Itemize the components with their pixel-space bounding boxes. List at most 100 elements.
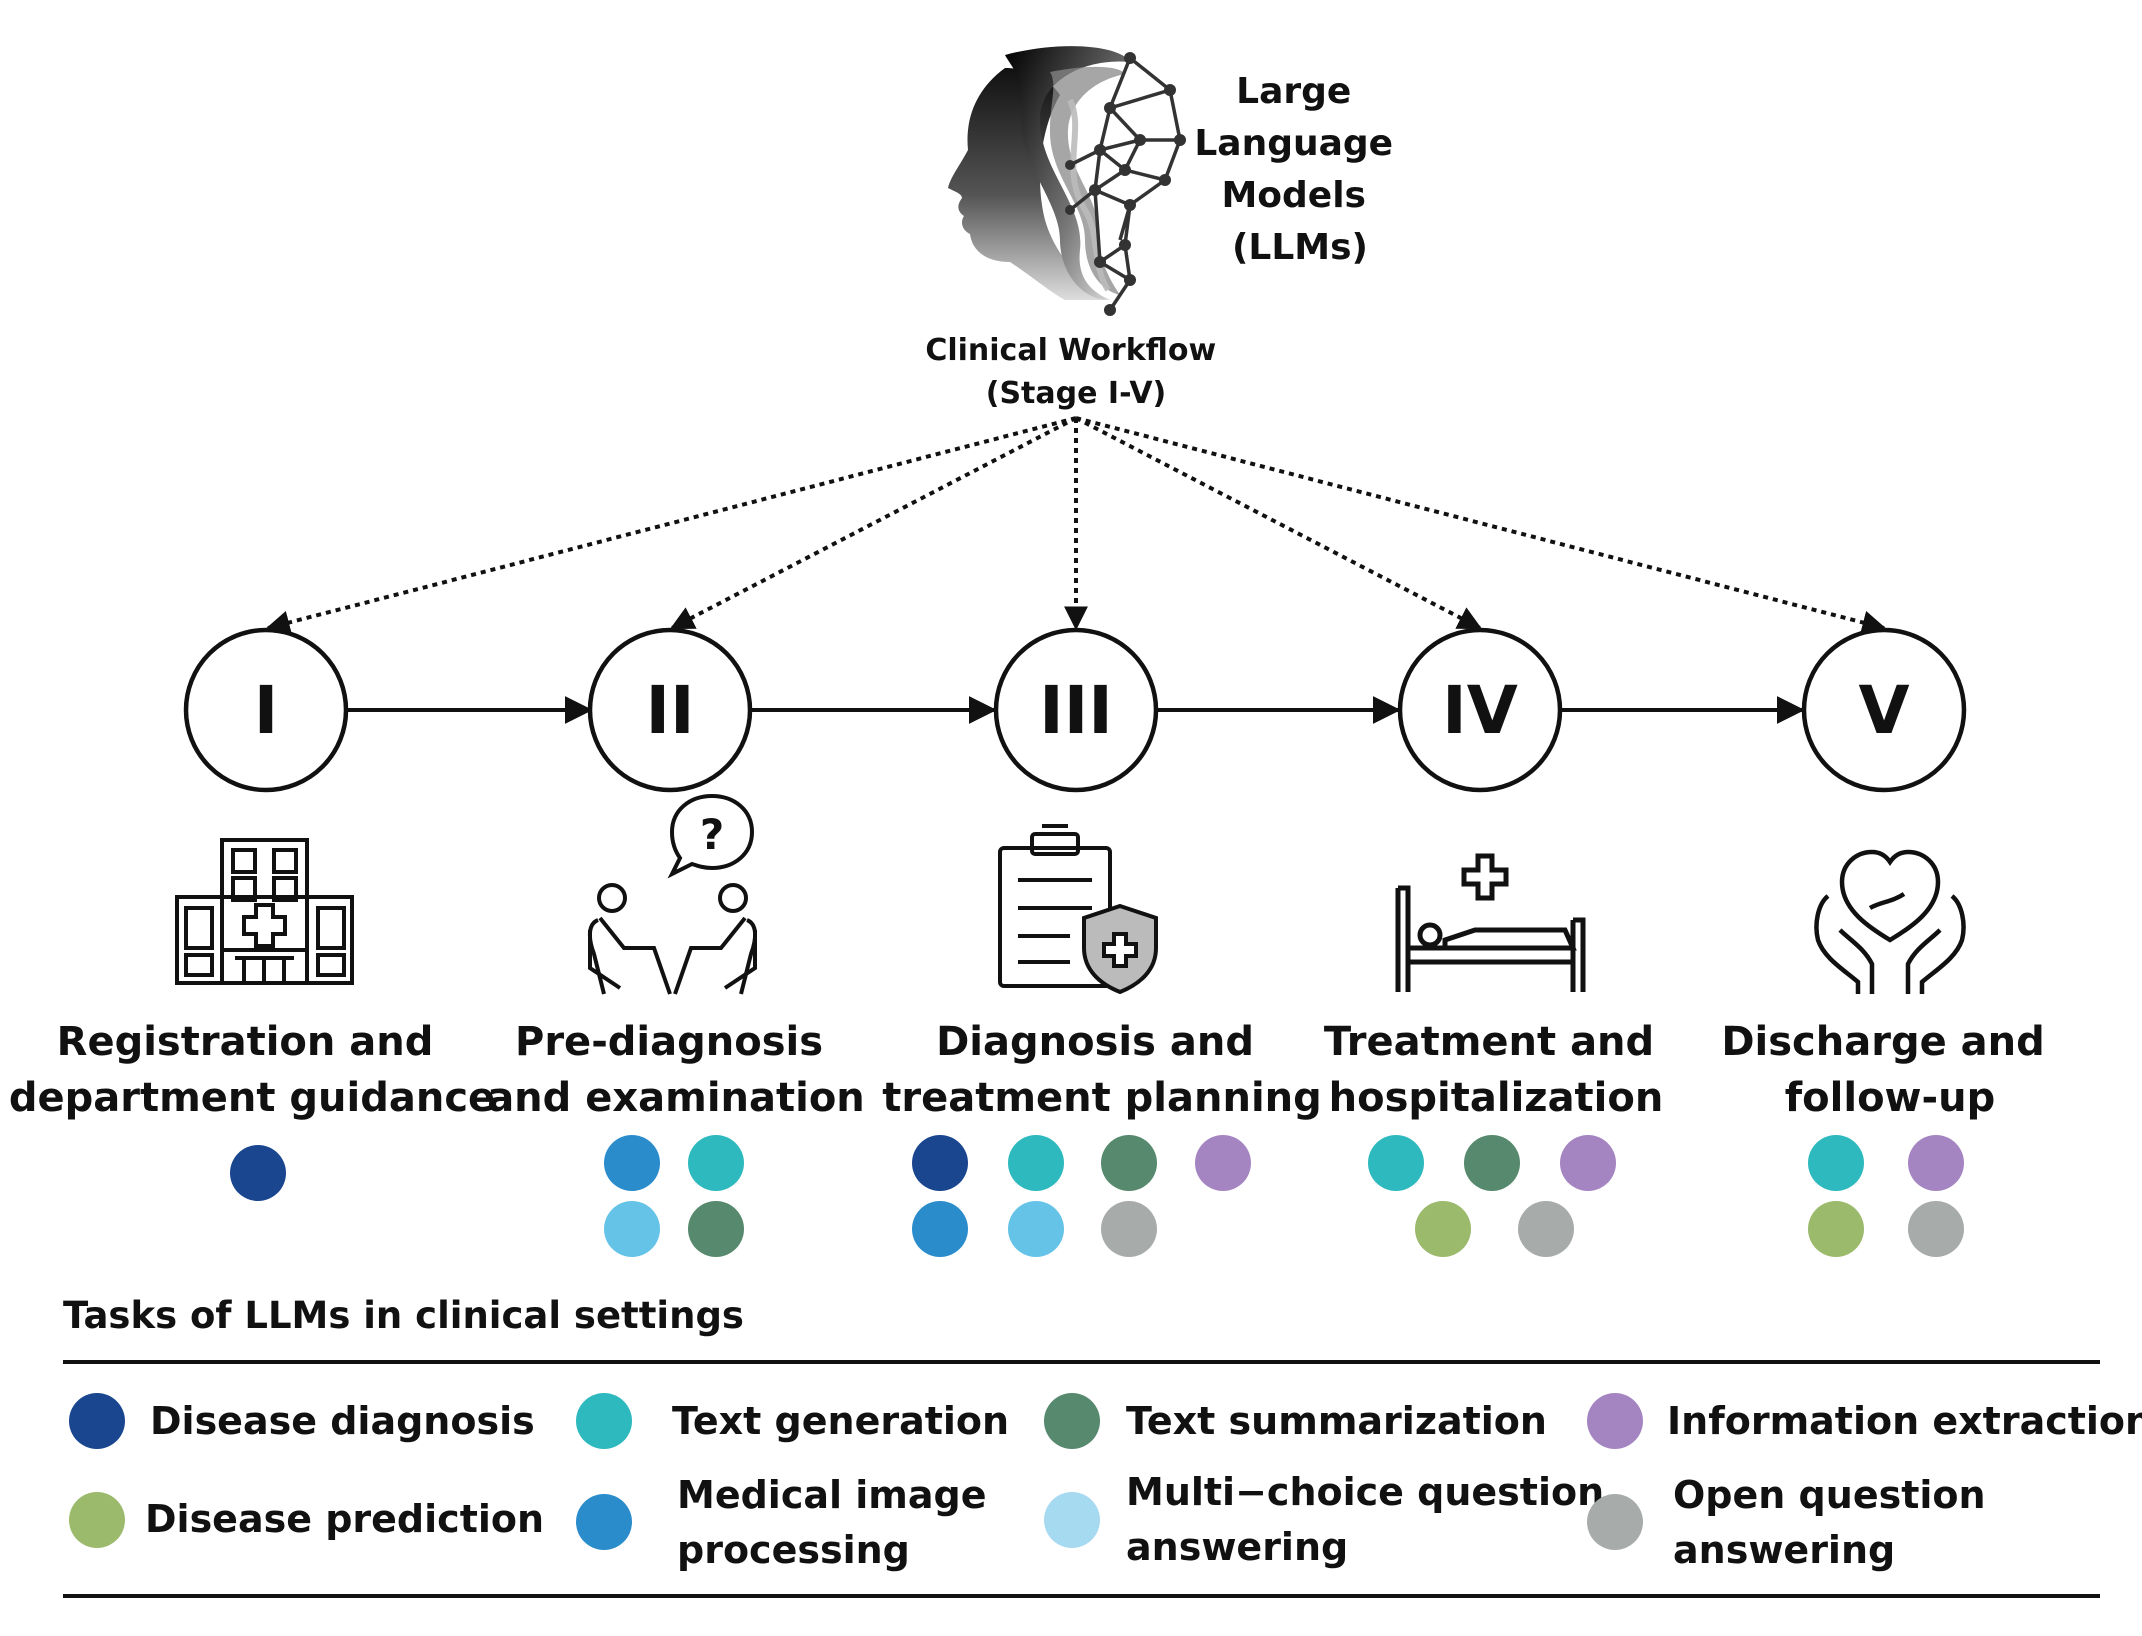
stage-task-dots-1	[230, 1145, 286, 1201]
task-dot-text-generation	[1808, 1135, 1864, 1191]
legend-title: Tasks of LLMs in clinical settings	[63, 1294, 744, 1337]
legend-label: Multi−choice question	[1126, 1470, 1604, 1514]
stage-label-line: and examination	[487, 1075, 865, 1121]
svg-text:?: ?	[700, 810, 724, 859]
llm-title-line: Language	[1194, 123, 1393, 164]
stage-circle-2: II	[587, 627, 753, 793]
legend-label: processing	[677, 1528, 910, 1572]
svg-text:Medical image processi: Medical image processing	[677, 1473, 1000, 1572]
stage-label-line: Registration and	[57, 1019, 434, 1065]
stage-label-1: Registration and department guidance	[9, 1019, 495, 1121]
legend-label: Text generation	[672, 1399, 1009, 1443]
svg-text:Multi−choice question: Multi−choice question answering	[1126, 1470, 1617, 1569]
svg-text:Text generation: Text generation	[672, 1399, 1009, 1443]
stage-label-line: Discharge and	[1721, 1019, 2044, 1065]
dotted-arrow-stage-1	[265, 416, 1077, 635]
stage-task-dots-3	[912, 1135, 1251, 1257]
stage-numeral: II	[645, 672, 694, 749]
task-dot-text-generation	[688, 1135, 744, 1191]
legend-items: Disease diagnosis Text generation Text s…	[69, 1393, 2142, 1572]
task-dot-multi-choice-qa	[1008, 1201, 1064, 1257]
llm-title-line: Large	[1236, 71, 1351, 112]
stage-label-line: department guidance	[9, 1075, 495, 1121]
stage-numeral: V	[1858, 672, 1909, 749]
hospital-icon	[175, 838, 354, 985]
legend-swatch	[69, 1393, 125, 1449]
llm-title-line: (LLMs)	[1232, 227, 1368, 268]
hospital-bed-icon	[1395, 853, 1586, 992]
workflow-title-line: Clinical Workflow	[925, 333, 1216, 368]
stage-label-line: treatment planning	[882, 1075, 1322, 1121]
workflow-title-line: (Stage I-V)	[986, 376, 1167, 411]
legend-swatch	[1587, 1393, 1643, 1449]
legend-label: Open question	[1673, 1473, 1986, 1517]
legend-swatch	[1587, 1494, 1643, 1550]
stage-label-4: Treatment and hospitalization	[1324, 1019, 1668, 1121]
legend-swatch	[576, 1393, 632, 1449]
stage-label-line: follow-up	[1785, 1075, 1995, 1121]
task-dot-text-summarization	[688, 1201, 744, 1257]
stage-label-line: Pre-diagnosis	[515, 1019, 823, 1065]
stage-circle-3: III	[993, 627, 1159, 793]
legend-label: Information extraction	[1667, 1399, 2142, 1443]
task-dot-information-extraction	[1195, 1135, 1251, 1191]
stage-task-dots-4	[1368, 1135, 1616, 1257]
svg-text:Disease prediction: Disease prediction	[145, 1497, 544, 1541]
stage-numeral: III	[1039, 672, 1113, 749]
legend-item-information-extraction: Information extraction	[1587, 1393, 2142, 1449]
stage-task-dots-5	[1808, 1135, 1964, 1257]
stage-numeral: I	[254, 672, 279, 749]
legend-label: Medical image	[677, 1473, 986, 1517]
task-dot-disease-diagnosis	[912, 1135, 968, 1191]
task-dot-text-summarization	[1464, 1135, 1520, 1191]
legend-swatch	[69, 1492, 125, 1548]
dotted-arrows	[265, 416, 1887, 635]
svg-text:Information extraction: Information extraction	[1667, 1399, 2142, 1443]
task-dot-disease-diagnosis	[230, 1145, 286, 1201]
task-dot-text-summarization	[1101, 1135, 1157, 1191]
clipboard-shield-icon	[998, 824, 1158, 995]
stage-label-5: Discharge and follow-up	[1721, 1019, 2058, 1121]
legend-item-open-qa: Open question answering	[1587, 1473, 1999, 1572]
stage-label-line: hospitalization	[1329, 1075, 1664, 1121]
legend-item-medical-image-processing: Medical image processing	[576, 1473, 1000, 1572]
legend-label: Disease diagnosis	[150, 1399, 535, 1443]
svg-text:Disease diagnosis: Disease diagnosis	[150, 1399, 535, 1443]
task-dot-open-qa	[1908, 1201, 1964, 1257]
heart-hands-icon	[1814, 849, 1966, 994]
stage-circles: I II III IV V	[183, 627, 1967, 793]
task-dot-disease-prediction	[1808, 1201, 1864, 1257]
stage-circle-5: V	[1801, 627, 1967, 793]
legend-swatch	[576, 1494, 632, 1550]
stage-label-line: Treatment and	[1324, 1019, 1654, 1065]
stage-label-3: Diagnosis and treatment planning	[882, 1019, 1322, 1121]
dotted-arrow-stage-2	[669, 416, 1077, 630]
legend-item-disease-prediction: Disease prediction	[69, 1492, 544, 1548]
llm-title: Large Language Models (LLMs)	[1194, 71, 1405, 268]
task-dot-multi-choice-qa	[604, 1201, 660, 1257]
legend-item-disease-diagnosis: Disease diagnosis	[69, 1393, 535, 1449]
stage-circle-4: IV	[1397, 627, 1563, 793]
legend-label: answering	[1126, 1525, 1348, 1569]
llm-head-icon	[948, 46, 1186, 316]
task-dot-open-qa	[1518, 1201, 1574, 1257]
consultation-icon: ?	[587, 793, 758, 995]
workflow-title: Clinical Workflow (Stage I-V)	[925, 333, 1226, 411]
task-dot-open-qa	[1101, 1201, 1157, 1257]
legend-swatch	[1044, 1393, 1100, 1449]
svg-text:Text summarization: Text summarization	[1126, 1399, 1547, 1443]
legend-label: Disease prediction	[145, 1497, 544, 1541]
legend-item-text-summarization: Text summarization	[1044, 1393, 1547, 1449]
task-dot-disease-prediction	[1415, 1201, 1471, 1257]
legend-item-text-generation: Text generation	[576, 1393, 1009, 1449]
task-dot-text-generation	[1008, 1135, 1064, 1191]
dotted-arrow-stage-4	[1075, 416, 1483, 630]
task-dot-medical-image-processing	[912, 1201, 968, 1257]
legend-swatch	[1044, 1492, 1100, 1548]
dotted-arrow-stage-5	[1075, 416, 1887, 635]
svg-text:Open question answerin: Open question answering	[1673, 1473, 1999, 1572]
task-dot-information-extraction	[1908, 1135, 1964, 1191]
task-dot-text-generation	[1368, 1135, 1424, 1191]
stage-circle-1: I	[183, 627, 349, 793]
